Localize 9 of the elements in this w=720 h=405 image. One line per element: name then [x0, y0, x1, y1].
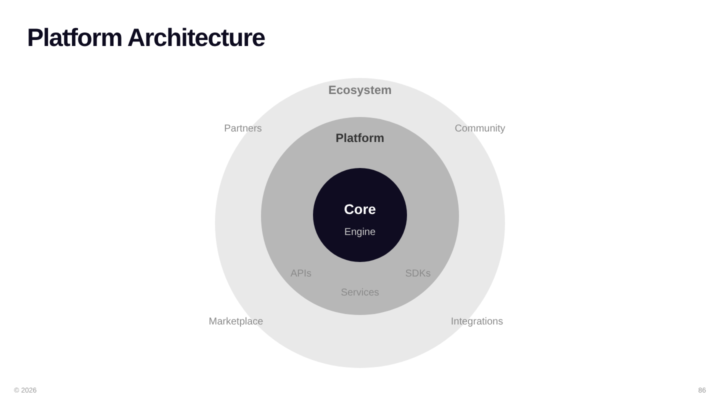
- ring-label: Partners: [224, 124, 262, 134]
- ring-title: Ecosystem: [328, 83, 392, 97]
- ring-label: Integrations: [450, 316, 504, 328]
- ring-label: Community: [454, 124, 506, 134]
- ring-title: Platform: [336, 131, 384, 145]
- core-title: Core: [344, 201, 376, 217]
- slide-title: Platform Architecture: [27, 24, 265, 53]
- core-subtitle: Engine: [344, 227, 376, 238]
- ring-label: Marketplace: [208, 316, 264, 328]
